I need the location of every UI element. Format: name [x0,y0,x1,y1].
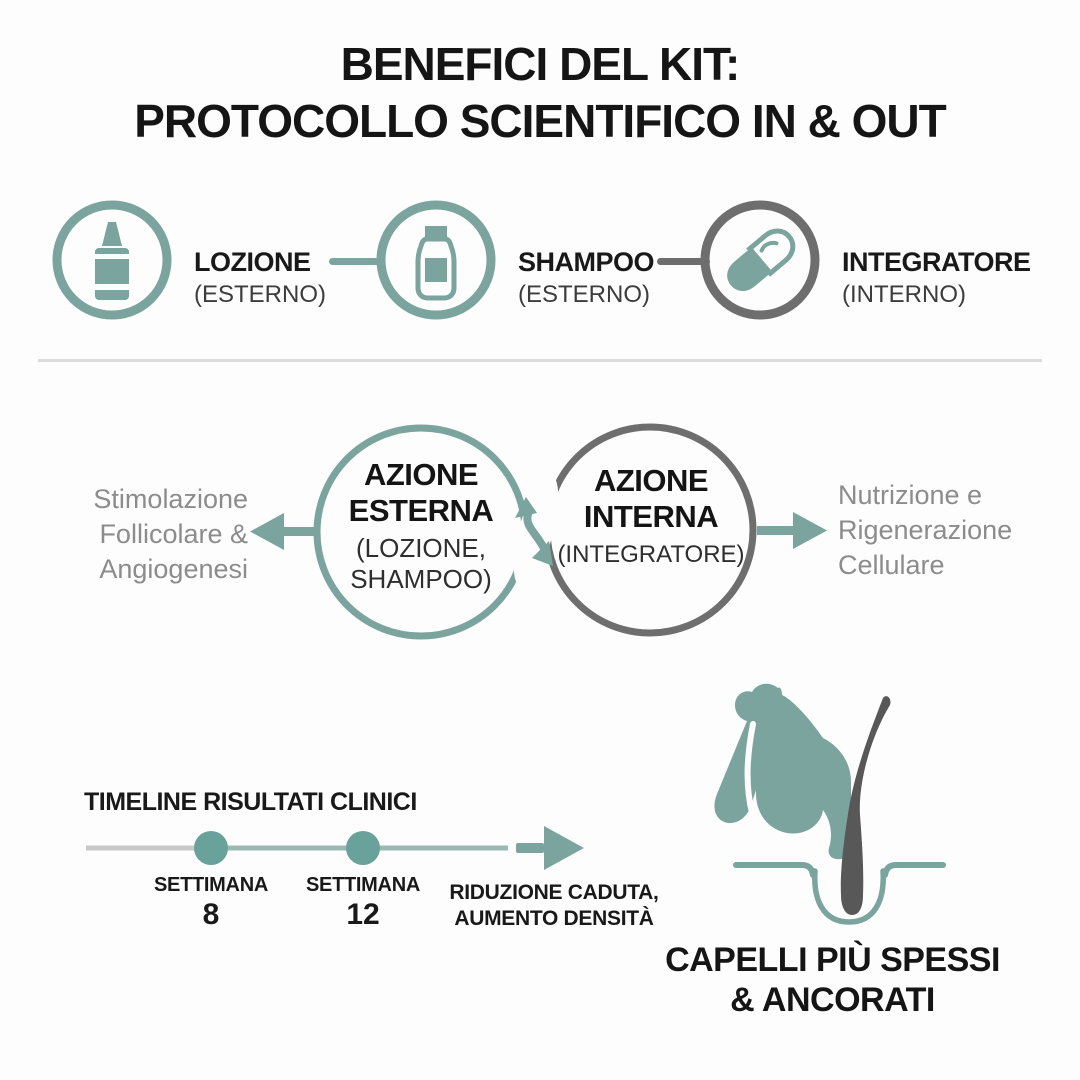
text-line: (INTEGRATORE) [557,541,745,568]
hair-strand-shape [840,696,891,915]
text-line: Angiogenesi [99,554,248,584]
product-lozione: LOZIONE (ESTERNO) [50,198,326,322]
text-line: SHAMPOO) [350,564,492,594]
dropper-bottle-icon [52,200,172,320]
milestone-label: SETTIMANA [154,874,268,896]
flexed-arm-shape [714,683,851,860]
right-benefit-text: Nutrizione e Rigenerazione Cellulare [838,478,1053,583]
internal-action-text: AZIONE INTERNA (INTEGRATORE) [545,463,757,570]
page-title-line2: PROTOCOLLO SCIENTIFICO IN & OUT [134,95,947,147]
left-arrow-icon [250,513,315,550]
milestone-label: SETTIMANA [306,874,420,896]
strong-arm-hair-follicle-icon [714,683,946,925]
product-name: INTEGRATORE [842,247,1031,277]
external-action-subtitle: (LOZIONE, SHAMPOO) [315,533,527,595]
left-benefit-text: Stimolazione Follicolare & Angiogenesi [60,482,248,587]
synergy-diagram [250,423,827,640]
timeline-title: TIMELINE RISULTATI CLINICI [84,788,417,816]
product-name: LOZIONE [194,247,311,277]
product-name: SHAMPOO [518,247,655,277]
product-integratore: INTEGRATORE (INTERNO) [698,198,1031,322]
timeline-dot-week12 [346,831,380,865]
product-type: (INTERNO) [842,281,966,308]
product-label: LOZIONE (ESTERNO) [194,247,326,309]
product-label: INTEGRATORE (INTERNO) [842,247,1031,309]
text-line: (LOZIONE, [355,533,486,563]
double-arrow-exchange-icon [515,497,553,566]
internal-action-title: AZIONE INTERNA [545,463,757,535]
page-title-line1: BENEFICI DEL KIT: [340,38,741,90]
milestone-week-12: SETTIMANA 12 [288,874,438,932]
text-line: Follicolare & [99,519,248,549]
page-title: BENEFICI DEL KIT: PROTOCOLLO SCIENTIFICO… [0,36,1080,150]
external-action-title: AZIONE ESTERNA [315,457,527,529]
product-type: (ESTERNO) [194,281,326,308]
connector-line-teal [329,258,381,265]
milestone-value: 8 [202,898,220,931]
capsule-icon [700,200,820,320]
shampoo-bottle-icon [376,200,496,320]
text-line: Nutrizione e [838,480,983,510]
product-label: SHAMPOO (ESTERNO) [518,247,655,309]
text-line: INTERNA [583,499,719,534]
skin-line-left [733,862,816,878]
external-action-text: AZIONE ESTERNA (LOZIONE, SHAMPOO) [315,457,527,595]
text-line: ESTERNA [348,493,494,528]
text-line: Rigenerazione [838,515,1013,545]
milestone-week-8: SETTIMANA 8 [136,874,286,932]
result-caption: CAPELLI PIÙ SPESSI & ANCORATI [640,940,1025,1020]
product-shampoo: SHAMPOO (ESTERNO) [374,198,655,322]
timeline-arrow-icon [516,826,584,870]
product-type: (ESTERNO) [518,281,650,308]
connector-line-gray [657,258,710,265]
text-line: AZIONE [593,463,709,498]
section-divider [38,359,1042,362]
right-arrow-icon [757,512,827,549]
text-line: Stimolazione [93,484,248,514]
text-line: AUMENTO DENSITÀ [454,907,654,930]
text-line: Cellulare [838,550,945,580]
timeline-outcome-text: RIDUZIONE CADUTA, AUMENTO DENSITÀ [446,880,662,932]
text-line: AZIONE [363,457,479,492]
text-line: CAPELLI PIÙ SPESSI [665,941,1000,979]
milestone-value: 12 [346,898,380,931]
internal-action-subtitle: (INTEGRATORE) [545,539,757,570]
text-line: & ANCORATI [730,981,935,1019]
skin-line-right [882,862,946,878]
text-line: RIDUZIONE CADUTA, [449,881,659,904]
timeline-graphic [86,826,584,870]
arm-crease [744,721,756,816]
timeline-dot-week8 [194,831,228,865]
